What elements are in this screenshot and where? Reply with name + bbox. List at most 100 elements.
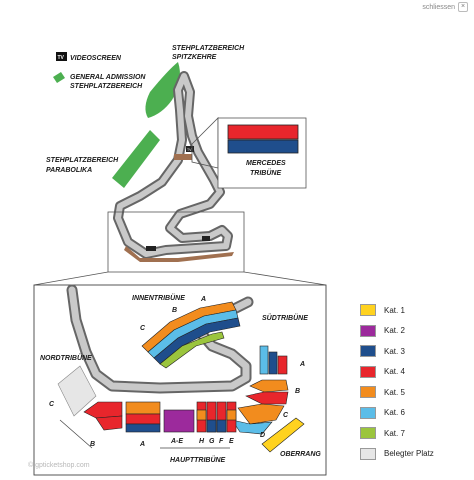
- sued-block-kat6[interactable]: [259, 345, 269, 375]
- legend-item-kat2: Kat. 2: [360, 321, 470, 342]
- haupt-b-kat4-upper[interactable]: [83, 401, 123, 419]
- legend-label: Kat. 4: [384, 367, 405, 377]
- parabolika-label-1: STEHPLATZBEREICH: [46, 157, 119, 164]
- sued-block-kat4[interactable]: [277, 355, 288, 375]
- haupttribuene-blocks: [83, 401, 237, 433]
- ga-area-spitzkehre[interactable]: [145, 62, 180, 118]
- suedtribuene-blocks: [231, 345, 289, 435]
- legend-label: Kat. 5: [384, 387, 405, 397]
- tv-screen-mercedes-text: TV: [187, 148, 192, 152]
- legend-item-occupied: Belegter Platz: [360, 444, 470, 465]
- ga-area-parabolika[interactable]: [112, 130, 160, 188]
- tv-icon-text: TV: [58, 55, 65, 61]
- oberrang-label: OBERRANG: [280, 451, 321, 458]
- zoom-line-right: [243, 271, 327, 286]
- nord-block-occupied: [57, 365, 97, 417]
- legend-swatch: [360, 406, 376, 419]
- copyright-credit: © gpticketshop.com: [28, 462, 90, 469]
- inn-b-label: B: [172, 307, 177, 314]
- stand-brown-lower[interactable]: [124, 246, 234, 262]
- legend-item-kat6: Kat. 6: [360, 403, 470, 424]
- sued-c-kat4[interactable]: [245, 391, 289, 405]
- haupt-a-label: A: [139, 441, 145, 448]
- mercedes-label-1: MERCEDES: [246, 160, 286, 167]
- haupt-sightline-left: [59, 419, 93, 449]
- haupt-g-kat3[interactable]: [206, 419, 217, 433]
- haupt-h-label: H: [199, 438, 205, 445]
- ga-label-line2: STEHPLATZBEREICH: [70, 83, 143, 90]
- videoscreen-label: VIDEOSCREEN: [70, 55, 122, 62]
- legend-swatch: [360, 365, 376, 378]
- legend-item-kat1: Kat. 1: [360, 300, 470, 321]
- haupt-b-label: B: [90, 441, 95, 448]
- zoom-source-box: [107, 211, 245, 273]
- haupt-e-label: E: [229, 438, 234, 445]
- race-track: [113, 71, 233, 259]
- sued-a-label: A: [299, 361, 305, 368]
- haupt-b-kat4-lower[interactable]: [95, 415, 123, 431]
- sued-d-label: D: [260, 432, 265, 439]
- tv-icon: [56, 52, 67, 61]
- haupt-f-kat3[interactable]: [216, 419, 227, 433]
- close-icon: ×: [458, 2, 468, 12]
- oberrang-block-kat1[interactable]: [261, 417, 305, 453]
- legend-label: Kat. 2: [384, 326, 405, 336]
- sued-d-kat6[interactable]: [231, 419, 273, 435]
- haupt-g-label: G: [209, 438, 215, 445]
- haupt-ae-kat2[interactable]: [163, 409, 195, 433]
- inn-block-kat7[interactable]: [159, 331, 225, 369]
- suedtribuene-label: SÜDTRIBÜNE: [262, 313, 308, 322]
- innentribuene-blocks: [141, 301, 241, 369]
- close-button[interactable]: schliessen ×: [422, 2, 468, 12]
- legend-item-kat4: Kat. 4: [360, 362, 470, 383]
- mercedes-label-2: TRIBÜNE: [250, 168, 281, 177]
- legend-swatch: [360, 304, 376, 317]
- sued-d-kat5[interactable]: [237, 403, 285, 425]
- legend-label: Kat. 6: [384, 408, 405, 418]
- general-admission-legend: GENERAL ADMISSION STEHPLATZBEREICH: [53, 72, 146, 90]
- zoom-line-left: [33, 271, 109, 286]
- legend-label: Belegter Platz: [384, 449, 434, 459]
- nordtribuene-label: NORDTRIBÜNE: [40, 353, 92, 362]
- legend-swatch: [360, 386, 376, 399]
- haupt-a-kat5[interactable]: [125, 401, 161, 415]
- haupt-ae-label: A-E: [170, 438, 183, 445]
- legend-swatch: [360, 447, 376, 460]
- ga-label-line1: GENERAL ADMISSION: [70, 74, 146, 81]
- category-legend: Kat. 1 Kat. 2 Kat. 3 Kat. 4 Kat. 5 Kat. …: [360, 300, 470, 464]
- sued-c-label: C: [283, 412, 289, 419]
- sued-b-kat5[interactable]: [249, 379, 289, 393]
- spitzkehre-label-1: STEHPLATZBEREICH: [172, 45, 245, 52]
- legend-label: Kat. 7: [384, 428, 405, 438]
- tv-screen-hairpin: [146, 246, 156, 251]
- mercedes-stand-small[interactable]: [174, 154, 192, 160]
- parabolika-label-2: PARABOLIKA: [46, 167, 92, 174]
- sued-block-kat3[interactable]: [268, 351, 278, 375]
- mercedes-block-kat3[interactable]: [227, 139, 299, 154]
- innentribuene-label: INNENTRIBÜNE: [132, 293, 185, 302]
- legend-swatch: [360, 427, 376, 440]
- legend-label: Kat. 3: [384, 346, 405, 356]
- tv-screen-hairpin-2: [202, 236, 210, 241]
- legend-label: Kat. 1: [384, 305, 405, 315]
- spitzkehre-label-2: SPITZKEHRE: [172, 54, 217, 61]
- ga-swatch: [53, 72, 65, 83]
- haupt-a-kat4[interactable]: [125, 413, 161, 425]
- haupttribuene-label: HAUPTTRIBÜNE: [170, 455, 226, 464]
- legend-swatch: [360, 324, 376, 337]
- inn-c-label: C: [140, 325, 146, 332]
- mercedes-block-kat4[interactable]: [227, 124, 299, 140]
- close-button-label: schliessen: [422, 3, 455, 11]
- haupt-e-kat5[interactable]: [226, 409, 237, 421]
- nord-c-label: C: [49, 401, 55, 408]
- videoscreen-legend: TV VIDEOSCREEN: [56, 52, 122, 62]
- legend-item-kat5: Kat. 5: [360, 382, 470, 403]
- sued-b-label: B: [295, 388, 300, 395]
- inn-a-label: A: [200, 296, 206, 303]
- legend-swatch: [360, 345, 376, 358]
- haupt-h-kat5[interactable]: [196, 409, 207, 421]
- haupt-a-kat3[interactable]: [125, 423, 161, 433]
- legend-item-kat7: Kat. 7: [360, 423, 470, 444]
- legend-item-kat3: Kat. 3: [360, 341, 470, 362]
